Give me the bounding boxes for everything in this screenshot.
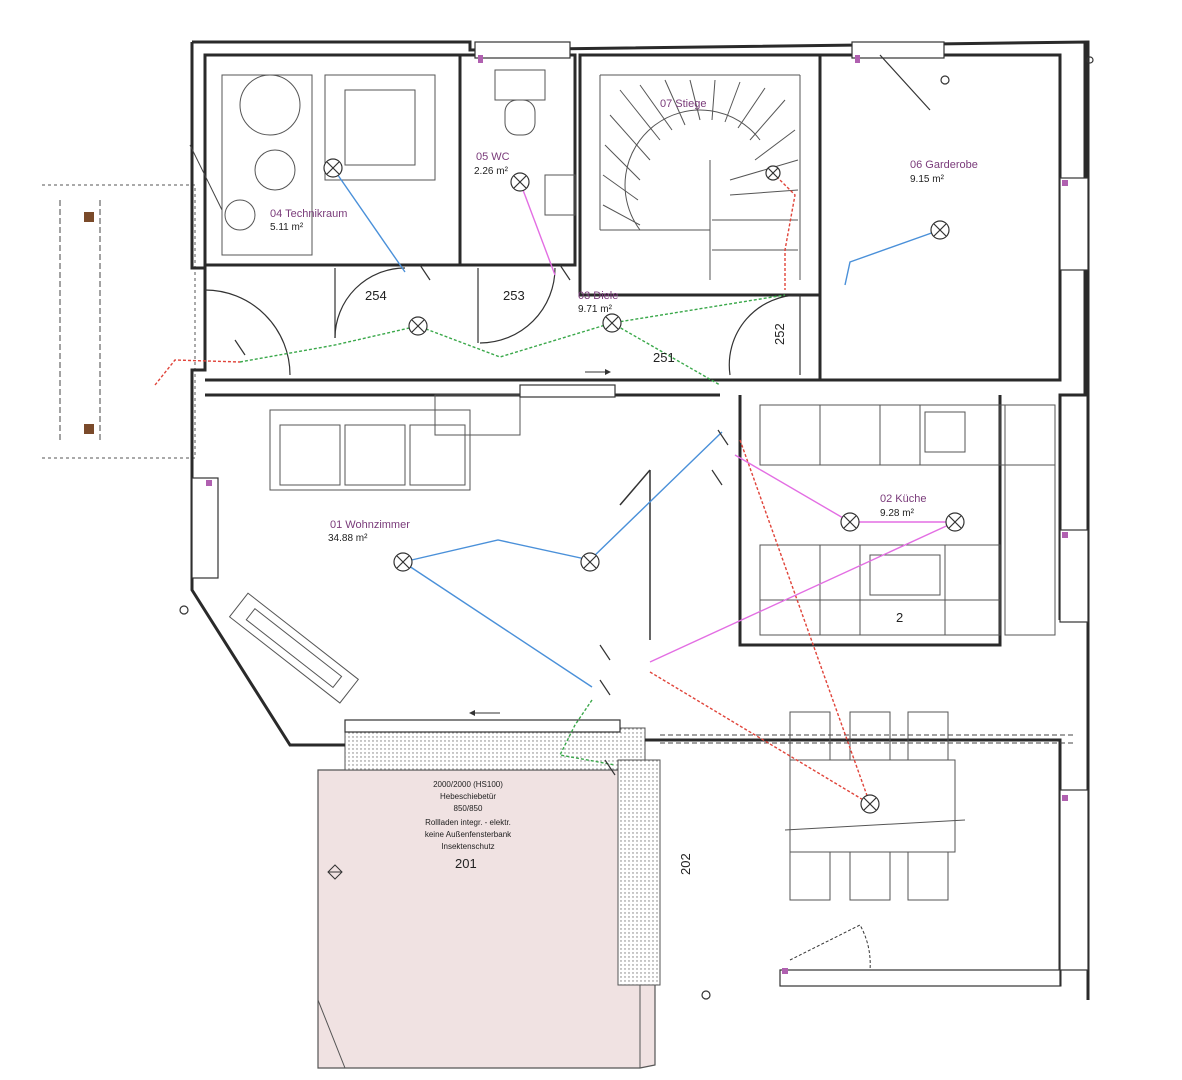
sofa [269, 394, 521, 491]
pump-icon [254, 149, 296, 191]
ceiling-lamp-icon [323, 158, 343, 178]
wire-red-dining-2 [649, 671, 871, 805]
outdoor-post-bottom [84, 424, 94, 434]
door-number-201: 201 [455, 856, 477, 871]
wire-green-diele-2 [611, 322, 721, 386]
corridor-window [519, 384, 616, 398]
ceiling-lamp-icon [860, 794, 880, 814]
terrace-note-line4: Rollladen integr. - elektr. [425, 818, 511, 827]
outdoor-boundary [42, 184, 196, 459]
boiler-icon [239, 74, 301, 136]
room-name-wohnzimmer: 01 Wohnzimmer [330, 519, 410, 531]
room-name-diele: 03 Diele [578, 290, 618, 302]
room-name-technikraum: 04 Technikraum [270, 208, 347, 220]
door-number-252: 252 [772, 323, 787, 345]
door-swing-254 [334, 267, 406, 339]
wall-garderobe [818, 53, 1062, 382]
wc-sink [544, 174, 576, 216]
ceiling-lamp-icon [765, 165, 781, 181]
terrace-note-line1: 2000/2000 (HS100) [433, 780, 503, 789]
outdoor-post-top [84, 212, 94, 222]
door-swing-bottom [789, 924, 871, 971]
door-number-2: 2 [896, 610, 903, 625]
staircase [599, 74, 801, 280]
wire-blue-garderobe [844, 229, 941, 286]
technikraum-unit [324, 74, 436, 181]
ceiling-lamp-icon [393, 552, 413, 572]
door-number-254: 254 [365, 288, 387, 303]
wire-pink-kueche-2 [649, 521, 956, 663]
ceiling-lamp-icon [408, 316, 428, 336]
wc-bowl [504, 99, 536, 136]
door-swing-garderobe [879, 54, 931, 111]
wire-pink-wc [519, 181, 556, 276]
ceiling-lamp-icon [945, 512, 965, 532]
exterior-wall-top [192, 40, 1090, 1000]
wire-blue-technikraum [332, 167, 406, 273]
wire-red-dining [739, 439, 871, 805]
ceiling-lamp-icon [580, 552, 600, 572]
window-top-wc [474, 41, 571, 63]
dining-table [784, 711, 966, 901]
arrow-head-icon [469, 710, 475, 716]
tank-icon [224, 199, 256, 231]
terrace-note-line3: 850/850 [454, 804, 483, 813]
wc-tank [494, 69, 546, 101]
tv-unit [228, 592, 360, 704]
room-name-kueche: 02 Küche [880, 493, 926, 505]
room-area-garderobe: 9.15 m² [910, 174, 945, 185]
room-divider [619, 469, 651, 506]
hatched-wall-segment [617, 759, 661, 986]
window-right-kueche [1059, 529, 1089, 623]
kitchen-counter [759, 404, 1056, 636]
door-swing-entry [204, 289, 291, 376]
ceiling-lamp-icon [510, 172, 530, 192]
door-swing-252 [728, 294, 801, 376]
exterior-wall-bottom [645, 738, 1062, 987]
room-name-stiege: 07 Stiege [660, 98, 706, 110]
terrace-marker-icon [327, 864, 343, 880]
room-area-wc: 2.26 m² [474, 166, 509, 177]
diag-line [189, 144, 223, 211]
window-bottom-dining [779, 968, 1061, 987]
wire-green-terrace [558, 699, 616, 766]
window-left-wohnzimmer [191, 477, 219, 579]
ceiling-lamp-icon [602, 313, 622, 333]
window-right-garderobe [1059, 177, 1089, 271]
door-number-251: 251 [653, 350, 675, 365]
wall-stiege [578, 53, 822, 297]
wire-blue-wohnzimmer-2 [402, 561, 593, 688]
wire-blue-wohnzimmer [402, 431, 723, 563]
room-area-technikraum: 5.11 m² [270, 222, 304, 233]
wire-green-diele [239, 294, 786, 363]
room-name-wc: 05 WC [476, 151, 510, 163]
technikraum-unit-inner [344, 89, 416, 166]
door-swing-253 [479, 267, 556, 344]
room-area-kueche: 9.28 m² [880, 508, 915, 519]
terrace-note-line2: Hebeschiebetür [440, 792, 496, 801]
wire-red-stiege [772, 172, 796, 290]
terrace-door-frame [344, 719, 621, 733]
window-right-dining [1059, 789, 1089, 971]
exterior-wall [190, 42, 345, 747]
wall-kueche [738, 395, 1002, 647]
room-area-wohnzimmer: 34.88 m² [328, 533, 368, 544]
wire-red-entry [154, 359, 241, 386]
door-number-253: 253 [503, 288, 525, 303]
window-top-garderobe [851, 41, 945, 63]
hatched-sill [344, 727, 646, 771]
door-number-202: 202 [678, 853, 693, 875]
room-name-garderobe: 06 Garderobe [910, 159, 978, 171]
terrace-area [317, 769, 656, 1069]
ceiling-lamp-icon [840, 512, 860, 532]
room-area-diele: 9.71 m² [578, 304, 613, 315]
switch-symbols [179, 56, 1094, 1000]
arrow-head-icon [605, 369, 611, 375]
terrace-note-line5: keine Außenfensterbank [425, 830, 512, 839]
terrace-note-line6: Insektenschutz [441, 842, 494, 851]
ceiling-lamp-icon [930, 220, 950, 240]
